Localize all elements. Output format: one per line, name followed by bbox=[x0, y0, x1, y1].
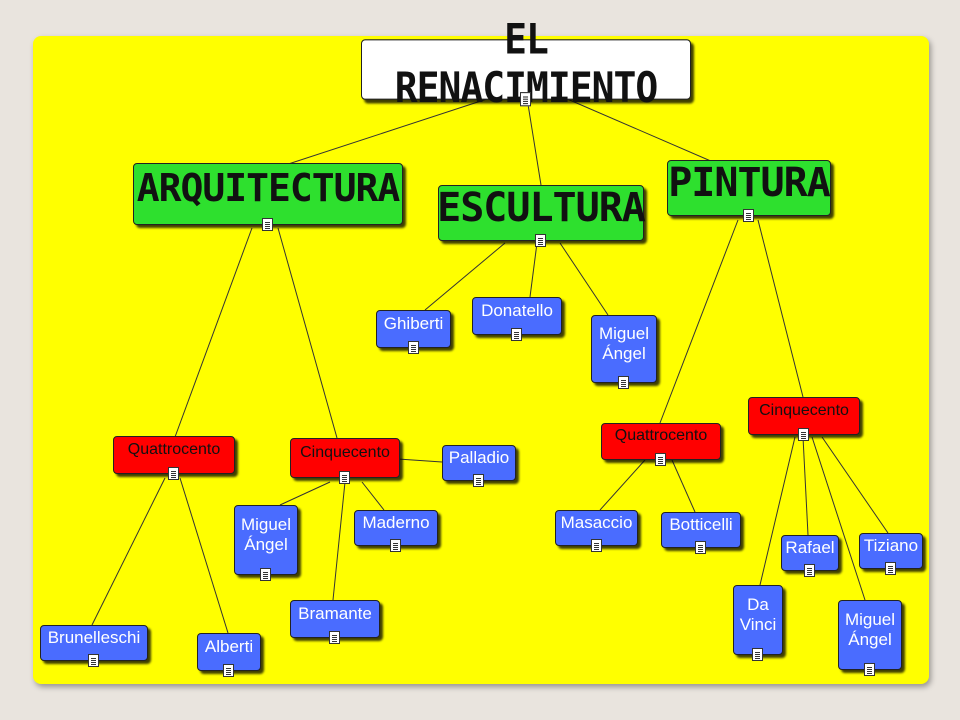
period-label: Cinquecento bbox=[300, 443, 390, 461]
artist-label: Brunelleschi bbox=[47, 628, 141, 648]
artist-alberti: Alberti bbox=[197, 633, 261, 677]
period-arq-quattrocento: Quattrocento bbox=[113, 436, 235, 480]
note-icon[interactable] bbox=[885, 562, 896, 575]
artist-rafael: Rafael bbox=[781, 535, 839, 577]
slide-background bbox=[33, 36, 929, 684]
note-icon[interactable] bbox=[798, 428, 809, 441]
artist-label: Masaccio bbox=[560, 513, 633, 533]
artist-arq-miguel-angel: Miguel Ángel bbox=[234, 505, 298, 581]
note-icon[interactable] bbox=[752, 648, 763, 661]
note-icon[interactable] bbox=[520, 92, 531, 107]
artist-label: Ángel bbox=[848, 630, 892, 649]
note-icon[interactable] bbox=[260, 568, 271, 581]
diagram-title: EL RENACIMIENTO bbox=[361, 15, 691, 111]
period-label: Quattrocento bbox=[614, 427, 708, 445]
artist-esc-miguel-angel: Miguel Ángel bbox=[591, 315, 657, 389]
artist-masaccio: Masaccio bbox=[555, 510, 638, 552]
note-icon[interactable] bbox=[262, 218, 273, 231]
note-icon[interactable] bbox=[339, 471, 350, 484]
category-pintura: PINTURA bbox=[667, 160, 831, 222]
artist-pin-miguel-angel: Miguel Ángel bbox=[838, 600, 902, 676]
note-icon[interactable] bbox=[88, 654, 99, 667]
note-icon[interactable] bbox=[655, 453, 666, 466]
note-icon[interactable] bbox=[535, 234, 546, 247]
period-arq-cinquecento: Cinquecento bbox=[290, 438, 400, 484]
note-icon[interactable] bbox=[511, 328, 522, 341]
artist-label: Botticelli bbox=[669, 515, 733, 535]
artist-palladio: Palladio bbox=[442, 445, 516, 487]
note-icon[interactable] bbox=[864, 663, 875, 676]
artist-label: Vinci bbox=[739, 615, 777, 634]
artist-label: Alberti bbox=[204, 637, 254, 657]
artist-label: Ángel bbox=[602, 344, 646, 363]
artist-brunelleschi: Brunelleschi bbox=[40, 625, 148, 667]
note-icon[interactable] bbox=[473, 474, 484, 487]
artist-donatello: Donatello bbox=[472, 297, 562, 341]
artist-da-vinci: Da Vinci bbox=[733, 585, 783, 661]
category-escultura-label: ESCULTURA bbox=[437, 185, 646, 231]
category-arquitectura-label: ARQUITECTURA bbox=[136, 166, 401, 211]
note-icon[interactable] bbox=[695, 541, 706, 554]
note-icon[interactable] bbox=[804, 564, 815, 577]
artist-label: Miguel bbox=[844, 610, 896, 630]
period-pin-quattrocento: Quattrocento bbox=[601, 423, 721, 466]
note-icon[interactable] bbox=[390, 539, 401, 552]
note-icon[interactable] bbox=[223, 664, 234, 677]
artist-label: Miguel bbox=[240, 515, 292, 535]
note-icon[interactable] bbox=[743, 209, 754, 222]
note-icon[interactable] bbox=[329, 631, 340, 644]
artist-botticelli: Botticelli bbox=[661, 512, 741, 554]
artist-label: Da bbox=[747, 595, 769, 615]
category-arquitectura: ARQUITECTURA bbox=[133, 163, 403, 231]
artist-label: Bramante bbox=[298, 604, 372, 624]
category-escultura: ESCULTURA bbox=[437, 185, 646, 247]
artist-label: Donatello bbox=[481, 301, 553, 321]
artist-label: Maderno bbox=[362, 513, 430, 533]
artist-label: Ángel bbox=[244, 535, 288, 554]
artist-tiziano: Tiziano bbox=[859, 533, 923, 575]
period-pin-cinquecento: Cinquecento bbox=[748, 397, 860, 441]
artist-label: Palladio bbox=[448, 448, 510, 468]
note-icon[interactable] bbox=[407, 341, 419, 354]
artist-label: Tiziano bbox=[863, 536, 919, 556]
category-pintura-label: PINTURA bbox=[668, 160, 831, 206]
artist-bramante: Bramante bbox=[290, 600, 380, 644]
note-icon[interactable] bbox=[618, 376, 629, 389]
artist-label: Rafael bbox=[785, 538, 835, 558]
artist-maderno: Maderno bbox=[354, 510, 438, 552]
artist-label: Ghiberti bbox=[383, 314, 444, 334]
period-label: Cinquecento bbox=[759, 401, 849, 419]
artist-label: Miguel bbox=[598, 324, 650, 344]
note-icon[interactable] bbox=[168, 467, 179, 480]
note-icon[interactable] bbox=[590, 539, 602, 552]
artist-ghiberti: Ghiberti bbox=[376, 310, 451, 354]
period-label: Quattrocento bbox=[127, 440, 221, 458]
